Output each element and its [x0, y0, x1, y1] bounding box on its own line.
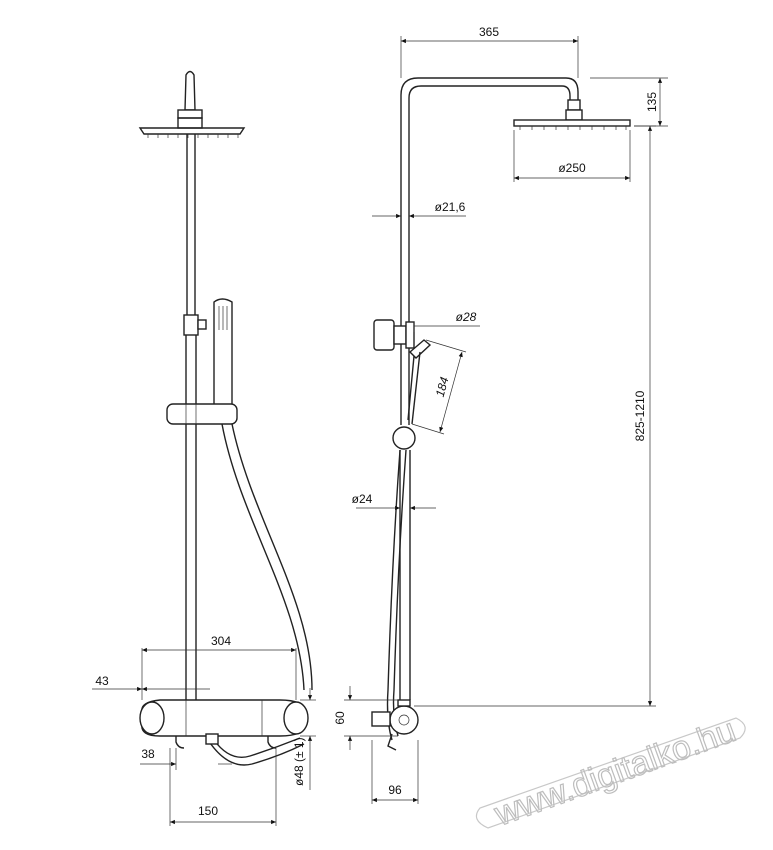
dim-valve-height: 60 [333, 711, 347, 725]
side-view: 365 135 ø250 ø21,6 ø28 184 825-1210 ø24 [333, 25, 668, 804]
dim-lower-tube-diameter: ø24 [352, 492, 373, 506]
dim-holder-diameter: ø28 [456, 310, 477, 324]
dim-valve-depth: 96 [388, 783, 402, 797]
dim-inlet-spacing: 150 [198, 804, 218, 818]
dim-inlet-diameter: ø48 (± 1) [292, 737, 306, 786]
dim-head-drop: 135 [645, 92, 659, 112]
dim-left-offset: 43 [95, 674, 109, 688]
watermark: www.digitalko.hu [475, 711, 746, 834]
dim-height-range: 825-1210 [633, 390, 647, 441]
watermark-text: www.digitalko.hu [489, 711, 741, 834]
dim-head-diameter: ø250 [558, 161, 586, 175]
dim-valve-width: 304 [211, 634, 231, 648]
dim-hand-shower-length: 184 [433, 375, 452, 398]
front-view: 304 43 38 150 ø48 (± 1) [92, 70, 316, 826]
dim-upper-tube-diameter: ø21,6 [435, 200, 466, 214]
dim-outlet-offset: 38 [141, 747, 155, 761]
dim-arm-reach: 365 [479, 25, 499, 39]
